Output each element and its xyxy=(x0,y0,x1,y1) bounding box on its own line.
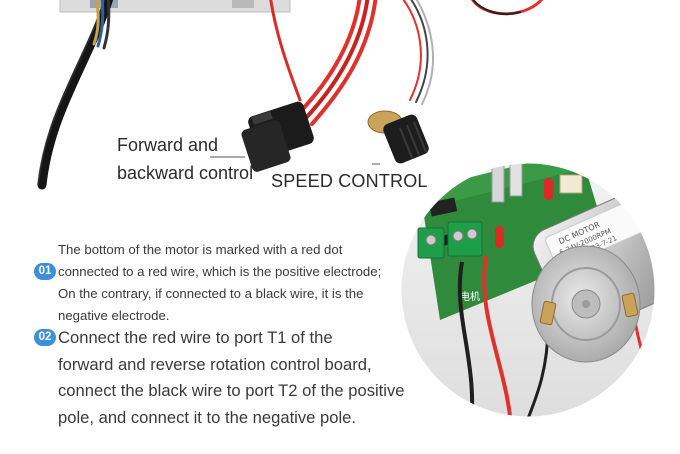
step-badge-01: 01 xyxy=(34,263,56,280)
motor-inset-photo: 电机 DC MOTOR 6-24V-2000RPM 2023-7-21 xyxy=(400,162,656,418)
speed-callout: SPEED CONTROL xyxy=(271,171,428,191)
direction-switch-connector xyxy=(241,101,314,172)
controller-board-edge xyxy=(59,0,291,13)
wire-bundle xyxy=(92,0,111,50)
note-1-line-2: connected to a red wire, which is the po… xyxy=(58,264,382,279)
note-2-line-2: forward and reverse rotation control boa… xyxy=(58,355,372,374)
note-2-line-3: connect the black wire to port T2 of the… xyxy=(58,381,405,400)
note-2-line-1: Connect the red wire to port T1 of the xyxy=(58,328,333,347)
red-wires xyxy=(269,0,543,126)
pot-wires xyxy=(402,0,434,105)
note-2-line-4: pole, and connect it to the negative pol… xyxy=(58,408,356,427)
direction-callout-line2: backward control xyxy=(117,163,254,183)
speed-potentiometer xyxy=(367,110,429,164)
power-cable xyxy=(37,0,114,190)
step-badge-02: 02 xyxy=(34,329,56,346)
note-1-line-3: On the contrary, if connected to a black… xyxy=(58,286,364,301)
board-label: 电机 xyxy=(460,290,480,303)
note-1-line-1: The bottom of the motor is marked with a… xyxy=(58,242,343,257)
note-1-line-4: negative electrode. xyxy=(58,308,170,323)
direction-callout-line1: Forward and xyxy=(117,135,219,155)
